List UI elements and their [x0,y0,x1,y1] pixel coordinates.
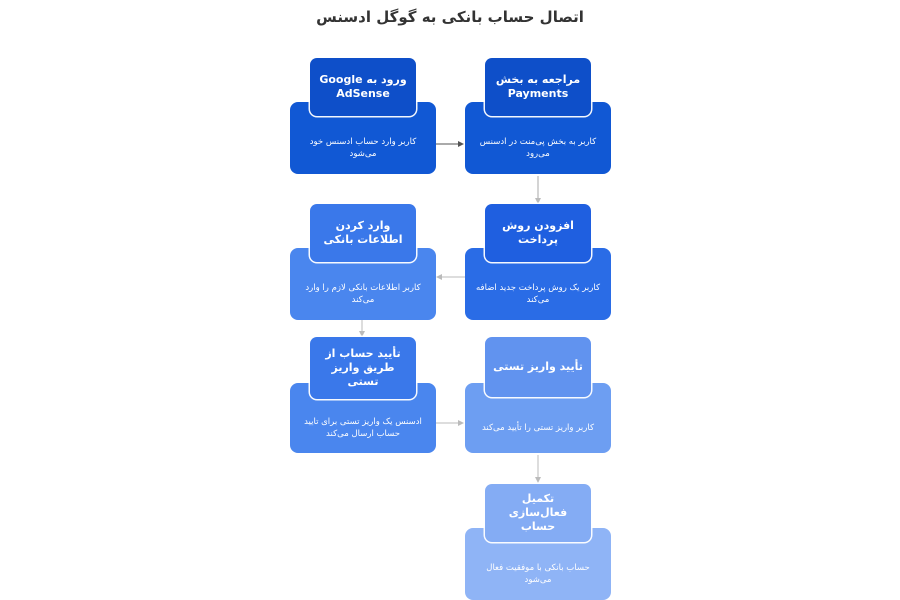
step-description: کاربر به بخش پی‌منت در ادسنس می‌رود [479,137,597,159]
step-heading-tab: مراجعه به بخش Payments [485,58,591,116]
step-node-verify-test-deposit: ادسنس یک واریز تستی برای تایید حساب ارسا… [290,337,436,453]
step-description: ادسنس یک واریز تستی برای تایید حساب ارسا… [304,417,422,439]
step-heading-tab: تأیید واریز تستی [485,337,591,397]
step-description: کاربر اطلاعات بانکی لازم را وارد می‌کند [305,283,421,305]
step-node-login-adsense: کاربر وارد حساب ادسنس خود می‌شود ورود به… [290,58,436,174]
step-heading-tab: افزودن روش پرداخت [485,204,591,262]
step-description: حساب بانکی با موفقیت فعال می‌شود [486,563,590,585]
step-description: کاربر یک روش پرداخت جدید اضافه می‌کند [475,283,600,305]
step-heading: مراجعه به بخش Payments [495,73,581,100]
step-description: کاربر وارد حساب ادسنس خود می‌شود [309,137,417,159]
step-heading-tab: وارد کردن اطلاعات بانکی [310,204,416,262]
step-node-complete-activation: حساب بانکی با موفقیت فعال می‌شود تکمیل ف… [465,484,611,600]
step-heading: ورود به Google AdSense [319,73,407,100]
step-heading-tab: ورود به Google AdSense [310,58,416,116]
step-heading: تکمیل فعال‌سازی حساب [508,492,568,533]
step-heading-tab: تأیید حساب از طریق واریز تستی [310,337,416,399]
step-node-add-payment-method: کاربر یک روش پرداخت جدید اضافه می‌کند اف… [465,204,611,320]
step-heading: وارد کردن اطلاعات بانکی [323,219,403,246]
step-heading-tab: تکمیل فعال‌سازی حساب [485,484,591,542]
step-node-payments-section: کاربر به بخش پی‌منت در ادسنس می‌رود مراج… [465,58,611,174]
step-heading: افزودن روش پرداخت [502,219,574,246]
step-description: کاربر واریز تستی را تأیید می‌کند [481,423,595,433]
step-node-confirm-test-deposit: کاربر واریز تستی را تأیید می‌کند تأیید و… [465,337,611,453]
diagram-title: اتصال حساب بانکی به گوگل ادسنس [316,8,584,26]
step-heading: تأیید حساب از طریق واریز تستی [325,347,401,388]
step-heading: تأیید واریز تستی [493,360,583,373]
step-node-enter-bank-info: کاربر اطلاعات بانکی لازم را وارد می‌کند … [290,204,436,320]
